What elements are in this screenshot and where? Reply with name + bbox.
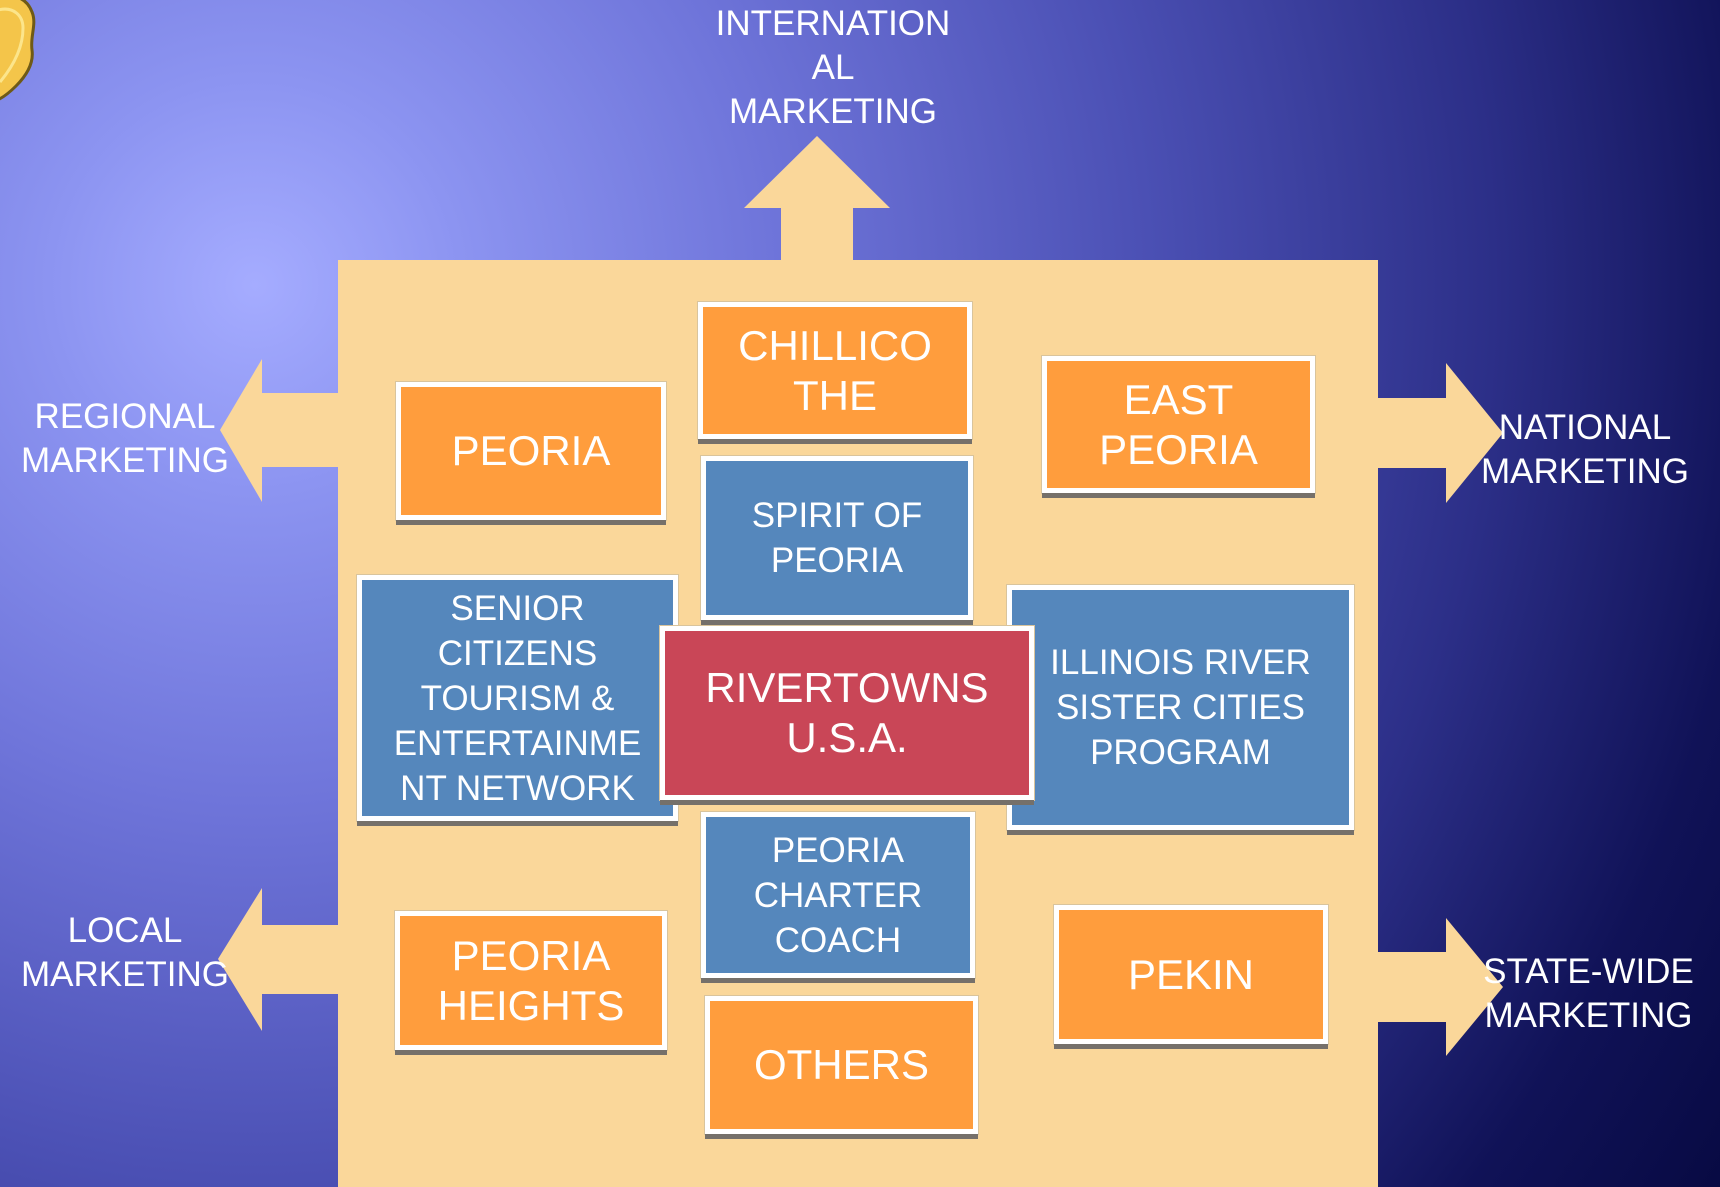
local-marketing-label: LOCAL MARKETING <box>20 911 230 994</box>
peoria-box: PEORIA <box>396 382 666 520</box>
chillicothe-box: CHILLICO THE <box>698 302 972 439</box>
national-marketing-label: NATIONAL MARKETING <box>1480 408 1690 491</box>
others-box: OTHERS <box>705 996 978 1134</box>
spirit-of-peoria-box: SPIRIT OF PEORIA <box>701 456 973 620</box>
peoria-charter-coach-box: PEORIA CHARTER COACH <box>701 812 975 978</box>
illinois-river-box: ILLINOIS RIVER SISTER CITIES PROGRAM <box>1007 585 1354 830</box>
state-wide-marketing-label: STATE-WIDE MARKETING <box>1483 952 1694 1035</box>
up-arrow <box>744 136 890 262</box>
senior-citizens-box: SENIOR CITIZENS TOURISM & ENTERTAINME NT… <box>357 575 678 821</box>
right-lower-arrow <box>1376 918 1503 1056</box>
right-upper-arrow <box>1376 363 1503 503</box>
left-lower-arrow <box>218 888 340 1031</box>
rivertowns-box: RIVERTOWNS U.S.A. <box>660 626 1034 800</box>
seal-logo <box>0 0 44 104</box>
peoria-heights-box: PEORIA HEIGHTS <box>395 911 667 1050</box>
left-upper-arrow <box>220 359 340 502</box>
regional-marketing-label: REGIONAL MARKETING <box>20 397 230 480</box>
international-marketing-label: INTERNATION AL MARKETING <box>715 4 951 131</box>
east-peoria-box: EAST PEORIA <box>1042 356 1315 493</box>
pekin-box: PEKIN <box>1054 905 1328 1044</box>
